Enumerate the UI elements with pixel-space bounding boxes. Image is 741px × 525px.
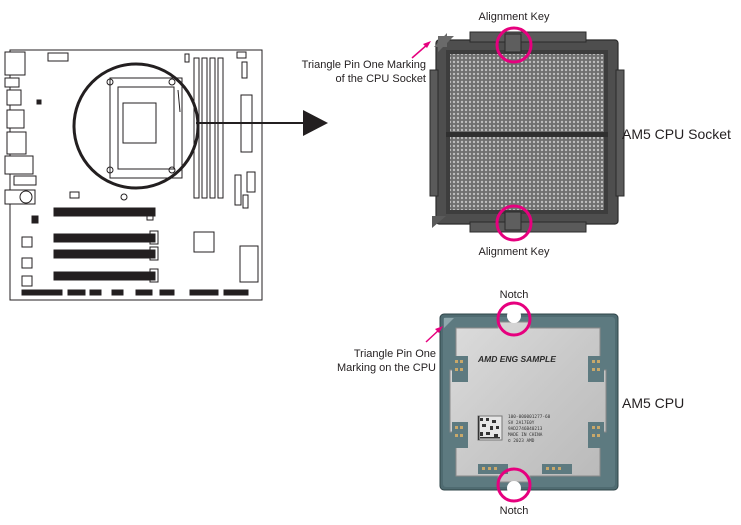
socket-pin-one-label-line2: of the CPU Socket <box>335 73 427 85</box>
motherboard-layout <box>4 49 263 301</box>
socket-pin-one-triangle <box>434 33 447 47</box>
am5-cpu <box>439 309 619 495</box>
socket-title: AM5 CPU Socket <box>622 126 731 142</box>
cpu-bottom-notch-circle <box>496 467 532 503</box>
cpu-bottom-notch-label: Notch <box>499 505 529 517</box>
cpu-top-notch-circle <box>496 301 532 337</box>
socket-top-key-label: Alignment Key <box>478 11 550 23</box>
cpu-print-line3: 9AD2746B40213 <box>508 426 543 432</box>
cpu-pin-one-label-line2: Marking on the CPU <box>336 362 436 374</box>
cpu-print-line2: SV 2A17E0Y <box>508 420 535 426</box>
cpu-pin-one-label-line1: Triangle Pin One <box>353 348 436 360</box>
cpu-pin-one-pointer <box>425 326 443 343</box>
cpu-print-line1: 100-000001277-60 <box>508 414 551 420</box>
socket-bottom-key-circle <box>495 204 533 242</box>
socket-top-key-circle <box>495 26 533 64</box>
cpu-print-line5: © 2023 AMD <box>508 438 535 444</box>
cpu-brand-text: AMD ENG SAMPLE <box>477 354 556 364</box>
socket-zoom-circle <box>72 62 200 190</box>
socket-pin-one-pointer <box>411 41 431 59</box>
am5-cpu-socket <box>429 31 625 233</box>
socket-pin-one-label-line1: Triangle Pin One Marking <box>301 59 426 71</box>
socket-bottom-key-label: Alignment Key <box>478 246 550 258</box>
cpu-title: AM5 CPU <box>622 395 685 411</box>
cpu-print-line4: MADE IN CHINA <box>508 432 543 438</box>
zoom-arrow <box>196 110 328 136</box>
cpu-top-notch-label: Notch <box>499 289 529 301</box>
